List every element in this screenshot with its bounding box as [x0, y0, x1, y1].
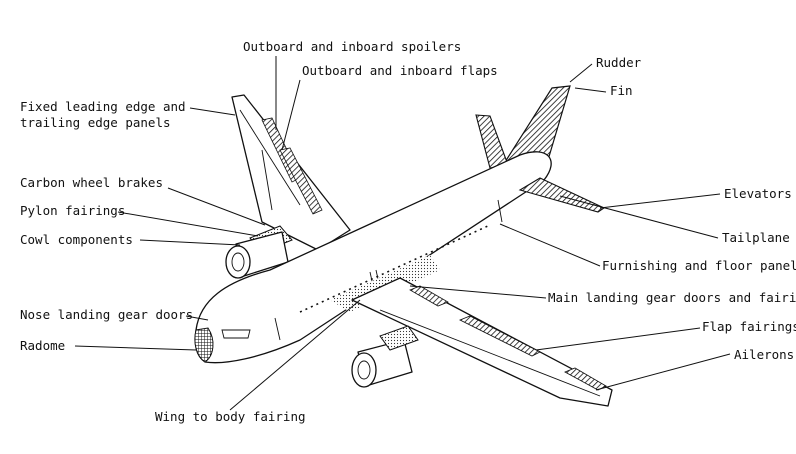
label-elevators: Elevators	[724, 186, 792, 201]
label-tailplane: Tailplane	[722, 230, 790, 245]
label-ailerons: Ailerons	[734, 347, 795, 362]
leader-furnishing	[499, 223, 601, 267]
label-fixed-le-te-line1: Fixed leading edge and	[20, 99, 186, 114]
right-wing	[351, 277, 613, 407]
leader-nose-gear	[185, 315, 209, 321]
leader-carbon-brakes	[167, 187, 266, 226]
tailplane	[518, 177, 606, 213]
leader-wing-body	[229, 299, 361, 411]
leader-pylon	[117, 211, 259, 237]
leader-cowl	[139, 239, 241, 246]
label-flaps: Outboard and inboard flaps	[302, 63, 498, 78]
label-fixed-le-te-line2: trailing edge panels	[20, 115, 171, 130]
label-furnishing: Furnishing and floor panels	[602, 258, 796, 273]
leader-ailerons	[595, 353, 731, 391]
label-carbon-brakes: Carbon wheel brakes	[20, 175, 163, 190]
leader-elevators	[599, 193, 721, 209]
left-flaps-fill	[279, 147, 323, 215]
label-pylon-fairings: Pylon fairings	[20, 203, 126, 218]
label-fin: Fin	[610, 83, 633, 98]
leader-radome	[74, 345, 197, 351]
leader-tailplane	[559, 195, 719, 239]
leader-flaps	[281, 79, 301, 151]
right-engine	[351, 325, 419, 388]
leader-lines	[74, 56, 731, 411]
right-aileron-fill	[564, 367, 607, 391]
leader-fin	[574, 87, 607, 93]
right-flap-fairings-fill	[459, 315, 541, 357]
leader-rudder	[569, 63, 593, 83]
label-rudder: Rudder	[596, 55, 642, 70]
right-gear-door-fill	[409, 285, 449, 307]
tail-fin	[475, 85, 571, 171]
leader-flap-fairings	[535, 327, 701, 351]
label-radome: Radome	[20, 338, 66, 353]
radome	[194, 327, 214, 363]
label-nose-gear-doors: Nose landing gear doors	[20, 307, 194, 322]
label-main-gear-doors: Main landing gear doors and fairings	[548, 290, 796, 305]
label-wing-body-fairing: Wing to body fairing	[155, 409, 306, 424]
left-wing	[231, 94, 351, 251]
label-flap-fairings: Flap fairings	[702, 319, 796, 334]
leader-fixed-le-te	[189, 107, 236, 116]
label-spoilers: Outboard and inboard spoilers	[243, 39, 462, 54]
label-cowl-components: Cowl components	[20, 232, 133, 247]
leader-main-gear	[409, 285, 547, 299]
window-row	[299, 224, 491, 313]
